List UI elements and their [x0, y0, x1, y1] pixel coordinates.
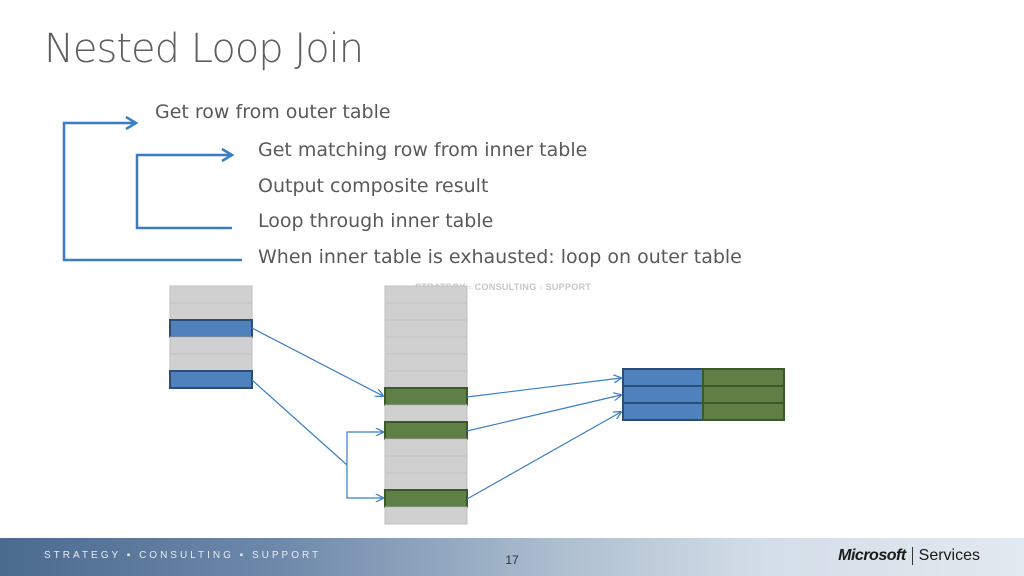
bullet-get-outer-row: Get row from outer table: [155, 101, 391, 123]
inner-table: [384, 285, 468, 525]
inner-loop-arrowhead: [221, 147, 235, 163]
arrow-outer-to-inner: [251, 327, 383, 396]
result-table: [622, 368, 785, 421]
ghost-watermark-text: STRATEGY ▫ CONSULTING ▫ SUPPORT: [415, 282, 592, 292]
outer-table: [169, 285, 253, 389]
arrow-branch: [346, 465, 383, 498]
inner-row-match: [384, 421, 468, 440]
outer-loop-arrowhead: [125, 115, 139, 131]
nested-loop-diagram: [62, 115, 785, 525]
outer-loop-bracket: [62, 121, 242, 262]
arrow-inner-to-result: [466, 378, 621, 398]
bullet-loop-outer: When inner table is exhausted: loop on o…: [258, 246, 742, 268]
slide-title: Nested Loop Join: [44, 26, 364, 72]
arrow-inner-to-result: [466, 395, 621, 432]
brand-service: Services: [918, 547, 980, 564]
bullet-output-result: Output composite result: [258, 175, 489, 197]
inner-row-match: [384, 387, 468, 406]
bullet-get-inner-match: Get matching row from inner table: [258, 139, 588, 161]
outer-row-selected: [169, 319, 253, 338]
outer-row-selected: [169, 370, 253, 389]
arrow-branch: [346, 432, 383, 465]
brand-logo: Microsoft Services: [838, 547, 980, 565]
footer-bar: STRATEGY ▪ CONSULTING ▪ SUPPORT 17 Micro…: [0, 538, 1024, 576]
arrow-outer-to-inner: [251, 379, 348, 466]
bullet-loop-inner: Loop through inner table: [258, 210, 494, 232]
inner-loop-bracket: [135, 153, 232, 230]
page-number: 17: [505, 553, 519, 567]
footer-tagline: STRATEGY ▪ CONSULTING ▪ SUPPORT: [44, 550, 322, 561]
brand-name: Microsoft: [838, 547, 906, 564]
arrow-inner-to-result: [466, 412, 621, 500]
brand-divider: [911, 547, 913, 565]
inner-row-match: [384, 489, 468, 508]
